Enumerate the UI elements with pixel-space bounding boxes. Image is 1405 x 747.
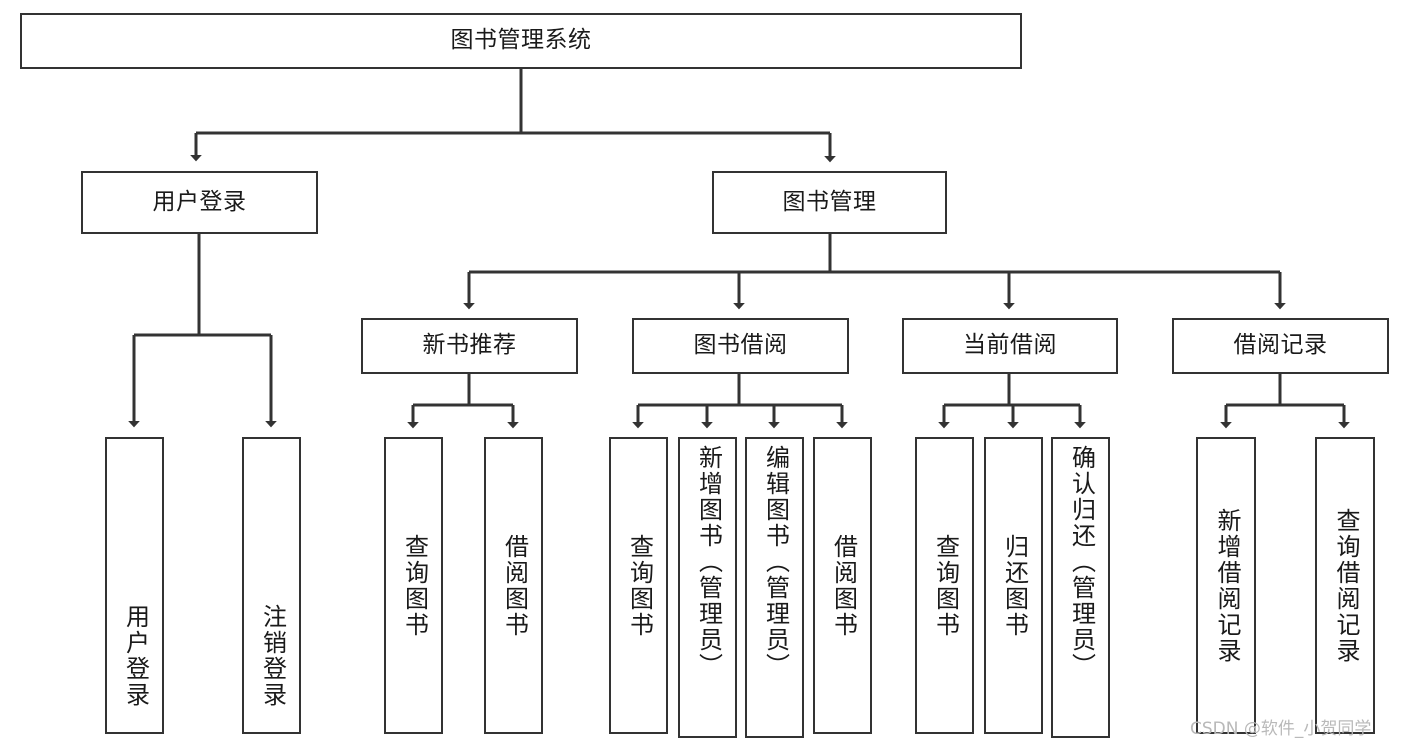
- node-label: 借阅图书: [829, 533, 858, 638]
- node-add-book[interactable]: 新增图书（管理员）: [678, 437, 737, 738]
- node-label: 新增图书（管理员）: [694, 445, 723, 679]
- node-query-borrow-record[interactable]: 查询借阅记录: [1315, 437, 1375, 734]
- node-edit-book[interactable]: 编辑图书（管理员）: [745, 437, 804, 738]
- node-return-book[interactable]: 归还图书: [984, 437, 1043, 734]
- node-new-book-recommend[interactable]: 新书推荐: [361, 318, 578, 374]
- node-label: 编辑图书（管理员）: [761, 445, 790, 679]
- node-label: 查询图书: [931, 533, 960, 638]
- node-label: 图书管理系统: [450, 27, 592, 54]
- node-label: 借阅记录: [1233, 332, 1328, 359]
- node-label: 确认归还（管理员）: [1067, 445, 1096, 679]
- node-user-login-do[interactable]: 用户登录: [105, 437, 164, 734]
- node-label: 归还图书: [1000, 533, 1029, 638]
- node-label: 查询图书: [625, 533, 654, 638]
- node-label: 图书借阅: [693, 332, 788, 359]
- node-label: 用户登录: [152, 188, 247, 215]
- node-label: 新书推荐: [422, 332, 517, 359]
- node-query-book-2[interactable]: 查询图书: [609, 437, 668, 734]
- node-borrow-book-1[interactable]: 借阅图书: [484, 437, 543, 734]
- node-confirm-return[interactable]: 确认归还（管理员）: [1051, 437, 1110, 738]
- node-borrow-book-2[interactable]: 借阅图书: [813, 437, 872, 734]
- node-label: 借阅图书: [500, 533, 529, 638]
- node-root-system[interactable]: 图书管理系统: [20, 13, 1022, 69]
- node-borrow-record[interactable]: 借阅记录: [1172, 318, 1389, 374]
- node-current-borrow[interactable]: 当前借阅: [902, 318, 1118, 374]
- node-label: 图书管理: [782, 188, 877, 215]
- node-user-login[interactable]: 用户登录: [81, 171, 318, 234]
- node-label: 当前借阅: [963, 332, 1057, 359]
- csdn-watermark: CSDN @软件_小贺同学: [1190, 719, 1372, 739]
- node-query-book-1[interactable]: 查询图书: [384, 437, 443, 734]
- node-label: 用户登录: [121, 604, 150, 708]
- node-label: 注销登录: [258, 604, 287, 708]
- node-label: 查询借阅记录: [1331, 507, 1360, 664]
- node-query-book-3[interactable]: 查询图书: [915, 437, 974, 734]
- node-book-borrow[interactable]: 图书借阅: [632, 318, 849, 374]
- node-label: 新增借阅记录: [1212, 507, 1241, 664]
- node-label: 查询图书: [400, 533, 429, 638]
- node-user-logout[interactable]: 注销登录: [242, 437, 301, 734]
- node-book-management[interactable]: 图书管理: [712, 171, 947, 234]
- node-add-borrow-record[interactable]: 新增借阅记录: [1196, 437, 1256, 734]
